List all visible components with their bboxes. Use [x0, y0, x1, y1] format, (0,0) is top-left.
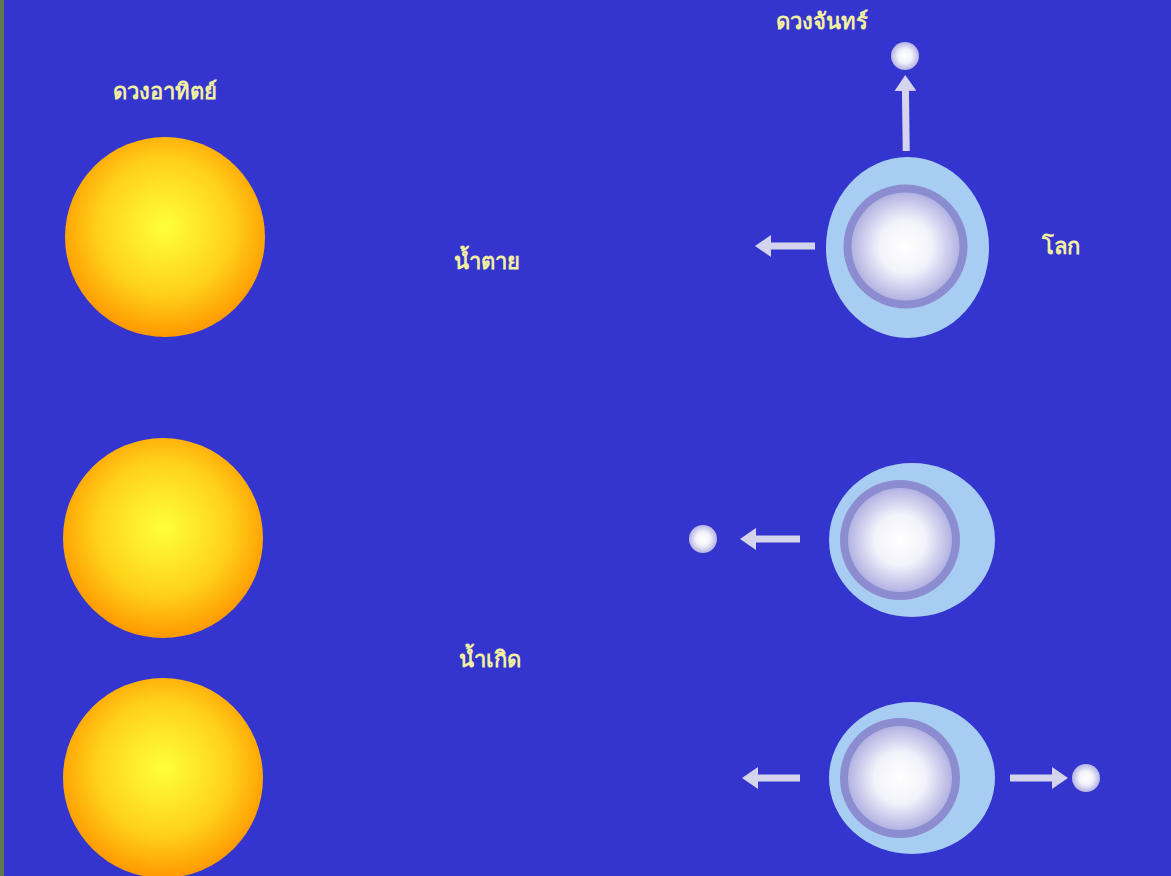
earth-shape	[825, 155, 990, 340]
moon-node: ดวงจันทร์	[776, 8, 922, 71]
body-label: ดวงจันทร์	[776, 8, 868, 37]
earth-rim	[840, 718, 960, 838]
frame-edge	[0, 0, 4, 876]
force-arrow	[902, 83, 910, 151]
moon-shape	[890, 41, 920, 71]
moon-circle	[689, 525, 717, 553]
tidal-bulge	[826, 157, 989, 338]
earth-circle	[848, 488, 952, 592]
sun-circle	[63, 678, 263, 876]
body-label: ดวงอาทิตย์	[113, 78, 217, 107]
force-arrow	[750, 775, 800, 782]
sun-circle	[63, 438, 263, 638]
force-arrow	[763, 243, 815, 250]
sun-circle	[65, 137, 265, 337]
tidal-bulge	[829, 463, 995, 617]
body-label: โลก	[1042, 233, 1080, 262]
earth-rim	[840, 480, 960, 600]
force-arrow	[1010, 775, 1060, 782]
earth-circle	[848, 726, 952, 830]
earth-rim	[844, 185, 968, 309]
force-arrow	[748, 536, 800, 543]
moon-circle	[1072, 764, 1100, 792]
sun-shape	[64, 136, 266, 338]
tide-label: น้ำเกิด	[459, 646, 521, 675]
earth-node: โลก	[825, 155, 1084, 340]
tide-label: น้ำตาย	[454, 248, 520, 277]
sun-node: ดวงอาทิตย์	[62, 78, 268, 338]
moon-circle	[891, 42, 919, 70]
earth-circle	[852, 193, 960, 301]
tidal-bulge	[829, 702, 995, 854]
